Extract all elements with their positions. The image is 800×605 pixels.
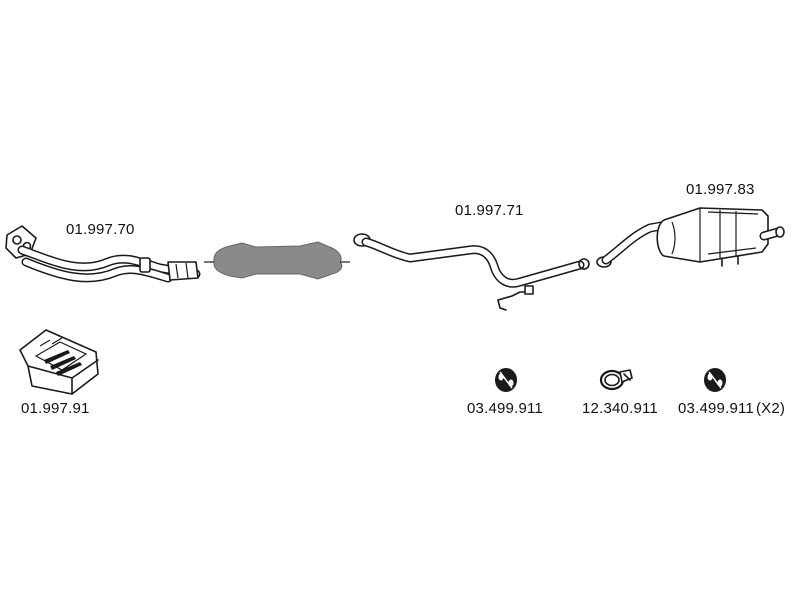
exhaust-clamp[interactable] (599, 369, 633, 391)
rubber-hanger-pair-part-number: 03.499.911 (678, 400, 754, 417)
middle-pipe-part-number: 01.997.71 (455, 202, 524, 219)
front-pipe-part-number: 01.997.70 (66, 221, 135, 238)
rubber-hanger[interactable] (495, 368, 517, 392)
front-pipe[interactable] (5, 225, 201, 283)
rubber-hanger-part-number: 03.499.911 (467, 400, 543, 417)
middle-pipe[interactable] (353, 233, 590, 311)
rear-silencer[interactable] (596, 207, 785, 268)
fitting-kit-part-number: 01.997.91 (21, 400, 90, 417)
catalytic-converter[interactable] (204, 241, 350, 280)
rubber-hanger-pair-label: 03.499.911(X2) (678, 401, 785, 416)
fitting-kit-box[interactable] (19, 329, 99, 395)
rear-silencer-part-number: 01.997.83 (686, 181, 755, 198)
quantity-badge: (X2) (755, 400, 786, 417)
clamp-part-number: 12.340.911 (582, 400, 658, 417)
rubber-hanger-pair[interactable] (704, 368, 726, 392)
